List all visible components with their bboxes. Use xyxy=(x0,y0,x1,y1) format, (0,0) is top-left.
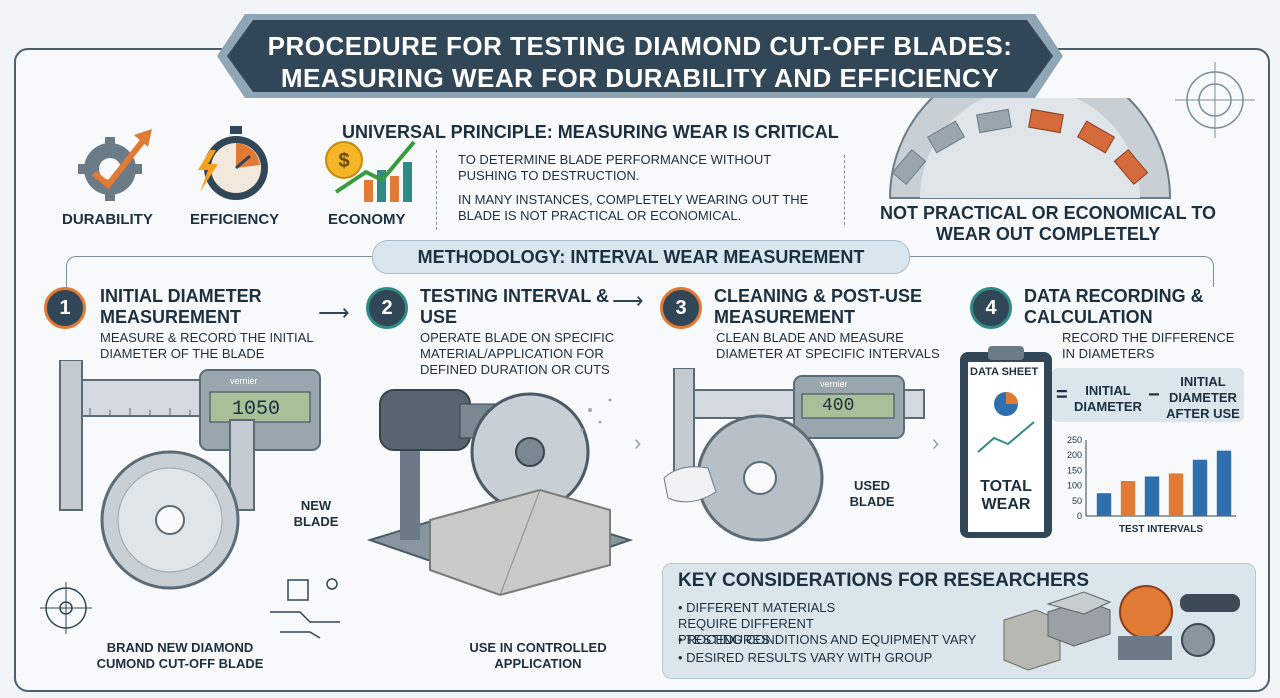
divider xyxy=(844,155,846,225)
circuit-icon xyxy=(270,578,340,639)
y-tick-label: 50 xyxy=(1072,496,1082,506)
key-considerations-heading: KEY CONSIDERATIONS FOR RESEARCHERS xyxy=(678,570,1090,591)
kc-item-text: DIFFERENT MATERIALS REQUIRE DIFFERENT PR… xyxy=(678,600,836,647)
page-title: PROCEDURE FOR TESTING DIAMOND CUT-OFF BL… xyxy=(215,30,1065,94)
title-banner: PROCEDURE FOR TESTING DIAMOND CUT-OFF BL… xyxy=(215,10,1065,102)
kc-item-1: • DIFFERENT MATERIALS REQUIRE DIFFERENT … xyxy=(678,600,836,647)
principle-bullet-2: IN MANY INSTANCES, COMPLETELY WEARING OU… xyxy=(458,192,809,223)
x-axis-label: TEST INTERVALS xyxy=(1119,524,1203,535)
step-4-desc: RECORD THE DIFFERENCE IN DIAMETERS xyxy=(1062,330,1235,361)
data-sheet-title: DATA SHEET xyxy=(970,366,1039,378)
total-wear-label: TOTAL WEAR xyxy=(980,478,1032,513)
arrow-icon: ⟶ xyxy=(612,288,644,313)
target-icon xyxy=(40,582,92,634)
kc-item-3: • DESIRED RESULTS VARY WITH GROUP xyxy=(678,650,933,665)
step-2-caption: USE IN CONTROLLED APPLICATION xyxy=(469,640,607,671)
economy-label: ECONOMY xyxy=(328,211,406,228)
formula-right: INITIAL DIAMETER AFTER USE xyxy=(1166,374,1240,421)
step-3-number: 3 xyxy=(660,287,702,329)
y-tick-label: 150 xyxy=(1067,465,1082,475)
chart-bar xyxy=(1168,473,1184,516)
principle-heading: UNIVERSAL PRINCIPLE: MEASURING WEAR IS C… xyxy=(342,122,839,142)
step-1-caption: BRAND NEW DIAMOND CUMOND CUT-OFF BLADE xyxy=(96,640,264,671)
used-blade-label: USED BLADE xyxy=(849,478,895,509)
caliper-new-blade-graphic xyxy=(59,360,321,590)
y-tick-label: 200 xyxy=(1067,450,1082,460)
banner-shape xyxy=(217,14,1063,98)
step-4-number: 4 xyxy=(970,287,1012,329)
gear-arrow-icon xyxy=(78,129,152,201)
formula-left: INITIAL DIAMETER xyxy=(1074,383,1142,414)
kc-item-2: • TESTING CONDITIONS AND EQUIPMENT VARY xyxy=(678,632,977,647)
equals-sign: = xyxy=(1056,384,1068,406)
title-line-2: MEASURING WEAR FOR DURABILITY AND EFFICI… xyxy=(280,63,1000,93)
principle-bullet-1: TO DETERMINE BLADE PERFORMANCE WITHOUT P… xyxy=(458,152,771,183)
chart-bar xyxy=(1216,450,1232,516)
y-tick-label: 250 xyxy=(1067,435,1082,445)
chevron-right-icon: › xyxy=(634,430,642,455)
step-3-desc: CLEAN BLADE AND MEASURE DIAMETER AT SPEC… xyxy=(716,330,940,361)
efficiency-label: EFFICIENCY xyxy=(190,211,280,228)
principle-caption: NOT PRACTICAL OR ECONOMICAL TO WEAR OUT … xyxy=(879,203,1216,244)
chart-bar xyxy=(1144,476,1160,516)
step-1-desc: MEASURE & RECORD THE INITIAL DIAMETER OF… xyxy=(100,330,314,361)
saw-machine-graphic xyxy=(366,389,634,597)
arrow-icon: ⟶ xyxy=(318,300,350,325)
step-4-title: DATA RECORDING & CALCULATION xyxy=(1024,286,1204,327)
minus-sign: − xyxy=(1148,384,1160,406)
caliper-reading-3: 400 xyxy=(822,396,855,416)
dollar-chart-icon: $ xyxy=(325,140,416,202)
new-blade-label: NEW BLADE xyxy=(293,498,339,529)
caliper-reading-1: 1050 xyxy=(232,398,281,421)
methodology-banner: METHODOLOGY: INTERVAL WEAR MEASUREMENT xyxy=(372,240,910,274)
step-2-number: 2 xyxy=(366,287,408,329)
caliper-brand-1: vernier xyxy=(230,376,258,386)
crosshair-icon xyxy=(1175,62,1255,138)
chevron-right-icon: › xyxy=(932,430,940,455)
materials-and-tools-graphic xyxy=(1003,585,1240,671)
formula-box xyxy=(1052,368,1244,422)
chart-bar xyxy=(1192,459,1208,516)
step-3-title: CLEANING & POST-USE MEASUREMENT xyxy=(714,286,923,327)
chart-bar xyxy=(1120,481,1136,516)
y-tick-label: 100 xyxy=(1067,481,1082,491)
divider xyxy=(436,150,438,230)
step-2-title: TESTING INTERVAL & USE xyxy=(420,286,610,327)
step-1-number: 1 xyxy=(44,287,86,329)
caliper-brand-3: vernier xyxy=(820,379,848,389)
caliper-used-blade-graphic xyxy=(663,368,925,542)
y-tick-label: 0 xyxy=(1077,511,1082,521)
step-2-desc: OPERATE BLADE ON SPECIFIC MATERIAL/APPLI… xyxy=(420,330,615,377)
worn-blade-graphic xyxy=(888,98,1172,199)
kc-item-text: TESTING CONDITIONS AND EQUIPMENT VARY xyxy=(685,632,977,647)
step-1-title: INITIAL DIAMETER MEASUREMENT xyxy=(100,286,262,327)
svg-text:$: $ xyxy=(338,150,349,172)
title-line-1: PROCEDURE FOR TESTING DIAMOND CUT-OFF BL… xyxy=(267,31,1013,61)
stopwatch-icon xyxy=(198,126,268,200)
data-sheet-clipboard xyxy=(960,346,1052,538)
chart-bar xyxy=(1096,493,1112,516)
kc-item-text: DESIRED RESULTS VARY WITH GROUP xyxy=(686,650,933,665)
durability-label: DURABILITY xyxy=(62,211,153,228)
